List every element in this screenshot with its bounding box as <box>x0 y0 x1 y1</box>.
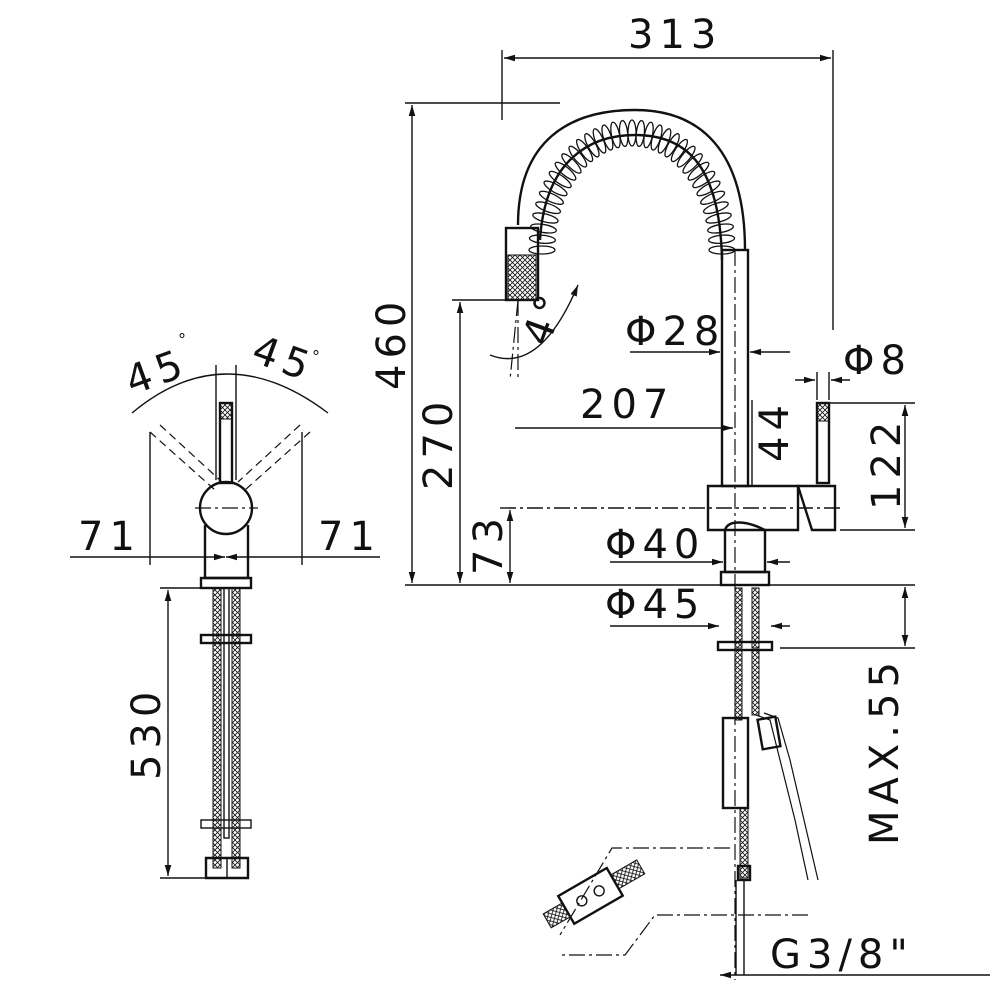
front-view <box>70 365 380 880</box>
spout-reach-label: 207 <box>580 382 674 428</box>
side-view <box>405 50 990 980</box>
spring-coil <box>664 133 680 158</box>
spring-coil <box>700 190 726 205</box>
spring-coil <box>676 145 696 168</box>
spring-coil <box>657 128 672 154</box>
spring-coil <box>682 153 703 174</box>
hose-length-label: 530 <box>124 686 170 780</box>
spring-coil <box>535 201 562 215</box>
lever-diameter-label: Φ8 <box>843 338 912 384</box>
reach-left-label: 71 <box>78 514 141 560</box>
spring-coil <box>528 245 556 255</box>
quick-connector <box>542 859 646 929</box>
spring-coil <box>548 170 572 189</box>
spring-coil <box>575 138 594 163</box>
overall-width-label: 313 <box>628 12 722 58</box>
spring-coil <box>543 180 568 197</box>
lever-arc <box>131 373 329 414</box>
angle-right-label: 45 <box>246 327 321 392</box>
base-diameter-label: Φ40 <box>605 522 705 568</box>
spout-height-label: 270 <box>416 396 462 490</box>
spring-coil <box>627 119 637 147</box>
reach-right-label: 71 <box>318 514 381 560</box>
spring-coil <box>561 153 582 174</box>
spring-coil <box>554 161 577 181</box>
body-diameter-label: Φ28 <box>625 309 725 355</box>
spring-coil <box>696 180 721 197</box>
spring-coil <box>538 190 564 205</box>
spring-coil <box>707 234 736 244</box>
base-height-label: 73 <box>466 512 512 575</box>
overall-height-label: 460 <box>369 296 415 390</box>
spring-coil <box>528 234 557 244</box>
flange-diameter-label: Φ45 <box>605 582 705 628</box>
spring-coil <box>707 223 734 234</box>
max-thickness-label: MAX.55 <box>862 656 908 845</box>
spring-coils <box>528 119 736 255</box>
degree-left: ° <box>178 330 190 349</box>
angle-left-label: 45 <box>119 340 194 405</box>
spring-coil <box>702 201 729 215</box>
degree-right: ° <box>312 347 324 366</box>
spring-coil <box>705 212 732 224</box>
spring-coil <box>530 223 557 234</box>
spring-coil <box>670 138 689 163</box>
spring-coil <box>532 212 559 224</box>
spring-coil <box>687 161 710 181</box>
spring-coil <box>692 170 716 189</box>
body-offset-label: 44 <box>752 399 798 462</box>
spring-coil <box>584 133 600 158</box>
connection-thread-label: G3/8" <box>770 932 914 978</box>
lever-height-label: 122 <box>864 416 910 510</box>
spring-coil <box>568 145 588 168</box>
